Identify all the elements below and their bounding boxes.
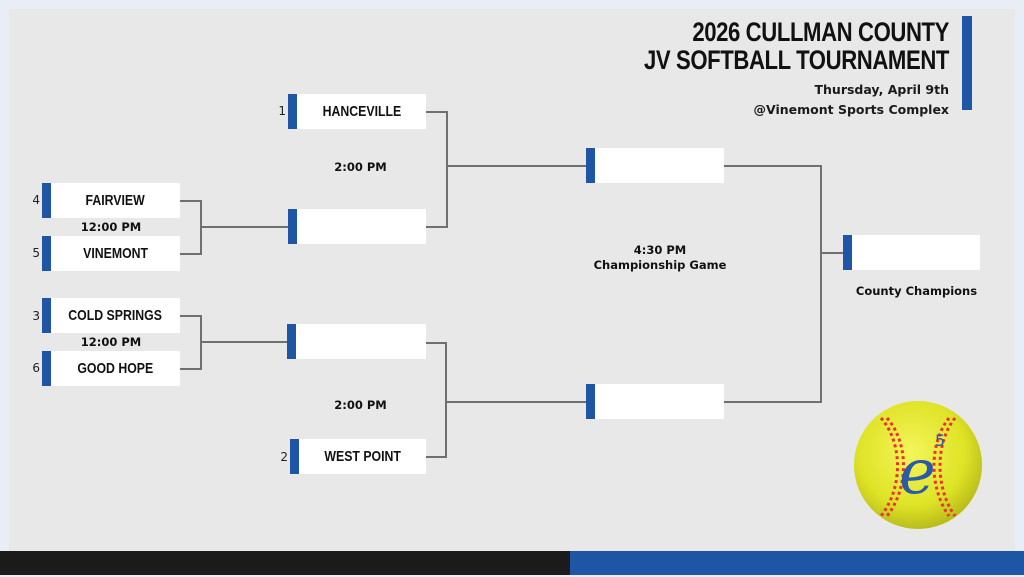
team-slot-west-point[interactable]: WEST POINT: [290, 439, 426, 474]
team-name: FAIRVIEW: [85, 192, 146, 209]
slot-accent-bar: [586, 384, 595, 419]
slot-accent-bar: [586, 148, 595, 183]
championship-time-value: 4:30 PM: [633, 243, 687, 257]
team-name: GOOD HOPE: [77, 360, 154, 377]
connector-line: [180, 368, 202, 370]
seed-number: 1: [278, 104, 286, 118]
tournament-header: 2026 CULLMAN COUNTY JV SOFTBALL TOURNAME…: [577, 18, 949, 120]
team-name: VINEMONT: [83, 245, 148, 262]
seed-number: 3: [32, 309, 40, 323]
slot-accent-bar: [42, 183, 51, 218]
connector-line: [426, 342, 447, 344]
final-slot-bottom[interactable]: [586, 384, 724, 419]
connector-line: [426, 111, 448, 113]
seed-number: 4: [32, 193, 40, 207]
champion-label: County Champions: [855, 284, 978, 298]
team-name: HANCEVILLE: [322, 103, 401, 120]
team-name: COLD SPRINGS: [68, 307, 163, 324]
seed-number: 5: [32, 246, 40, 260]
connector-line: [820, 252, 843, 254]
softball-logo: e 5: [851, 398, 985, 532]
game-time: 2:00 PM: [334, 160, 387, 174]
team-slot-vinemont[interactable]: VINEMONT: [42, 236, 180, 271]
connector-line: [445, 401, 586, 403]
game-time: 2:00 PM: [334, 398, 387, 412]
team-slot-fairview[interactable]: FAIRVIEW: [42, 183, 180, 218]
slot-accent-bar: [288, 94, 297, 129]
slot-accent-bar: [42, 298, 51, 333]
connector-line: [724, 401, 822, 403]
championship-label: Championship Game: [593, 258, 727, 272]
slot-accent-bar: [288, 209, 297, 244]
final-slot-top[interactable]: [586, 148, 724, 183]
slot-accent-bar: [843, 235, 852, 270]
svg-text:e: e: [899, 435, 936, 508]
connector-line: [426, 226, 448, 228]
footer-bar-blue: [570, 551, 1024, 575]
connector-line: [820, 165, 822, 403]
team-slot-good-hope[interactable]: GOOD HOPE: [42, 351, 180, 386]
title-line-1: 2026 CULLMAN COUNTY: [692, 17, 949, 47]
connector-line: [200, 226, 288, 228]
seed-number: 2: [280, 450, 288, 464]
team-slot-cold-springs[interactable]: COLD SPRINGS: [42, 298, 180, 333]
championship-time: 4:30 PM Championship Game: [586, 243, 734, 273]
slot-accent-bar: [290, 439, 299, 474]
svg-text:5: 5: [935, 431, 945, 450]
event-venue: @Vinemont Sports Complex: [753, 102, 949, 117]
connector-line: [180, 315, 202, 317]
bracket-canvas: [9, 9, 1015, 551]
title-accent-bar: [962, 16, 972, 110]
connector-line: [724, 165, 822, 167]
team-slot-hanceville[interactable]: HANCEVILLE: [288, 94, 426, 129]
connector-line: [180, 253, 202, 255]
seed-number: 6: [32, 361, 40, 375]
connector-line: [446, 111, 448, 228]
connector-line: [446, 165, 586, 167]
game-time: 12:00 PM: [80, 220, 142, 234]
game-time: 12:00 PM: [80, 335, 142, 349]
connector-line: [180, 200, 202, 202]
slot-accent-bar: [287, 324, 296, 359]
connector-line: [426, 456, 447, 458]
team-slot-empty[interactable]: [287, 324, 426, 359]
team-name: WEST POINT: [324, 448, 401, 465]
connector-line: [200, 341, 288, 343]
champion-slot[interactable]: [843, 235, 980, 270]
connector-line: [445, 342, 447, 458]
title-line-2: JV SOFTBALL TOURNAMENT: [643, 45, 949, 75]
team-slot-empty[interactable]: [288, 209, 426, 244]
slot-accent-bar: [42, 236, 51, 271]
softball-icon: e 5: [854, 401, 982, 529]
event-date: Thursday, April 9th: [814, 82, 950, 97]
slot-accent-bar: [42, 351, 51, 386]
footer-bar-dark: [0, 551, 570, 575]
